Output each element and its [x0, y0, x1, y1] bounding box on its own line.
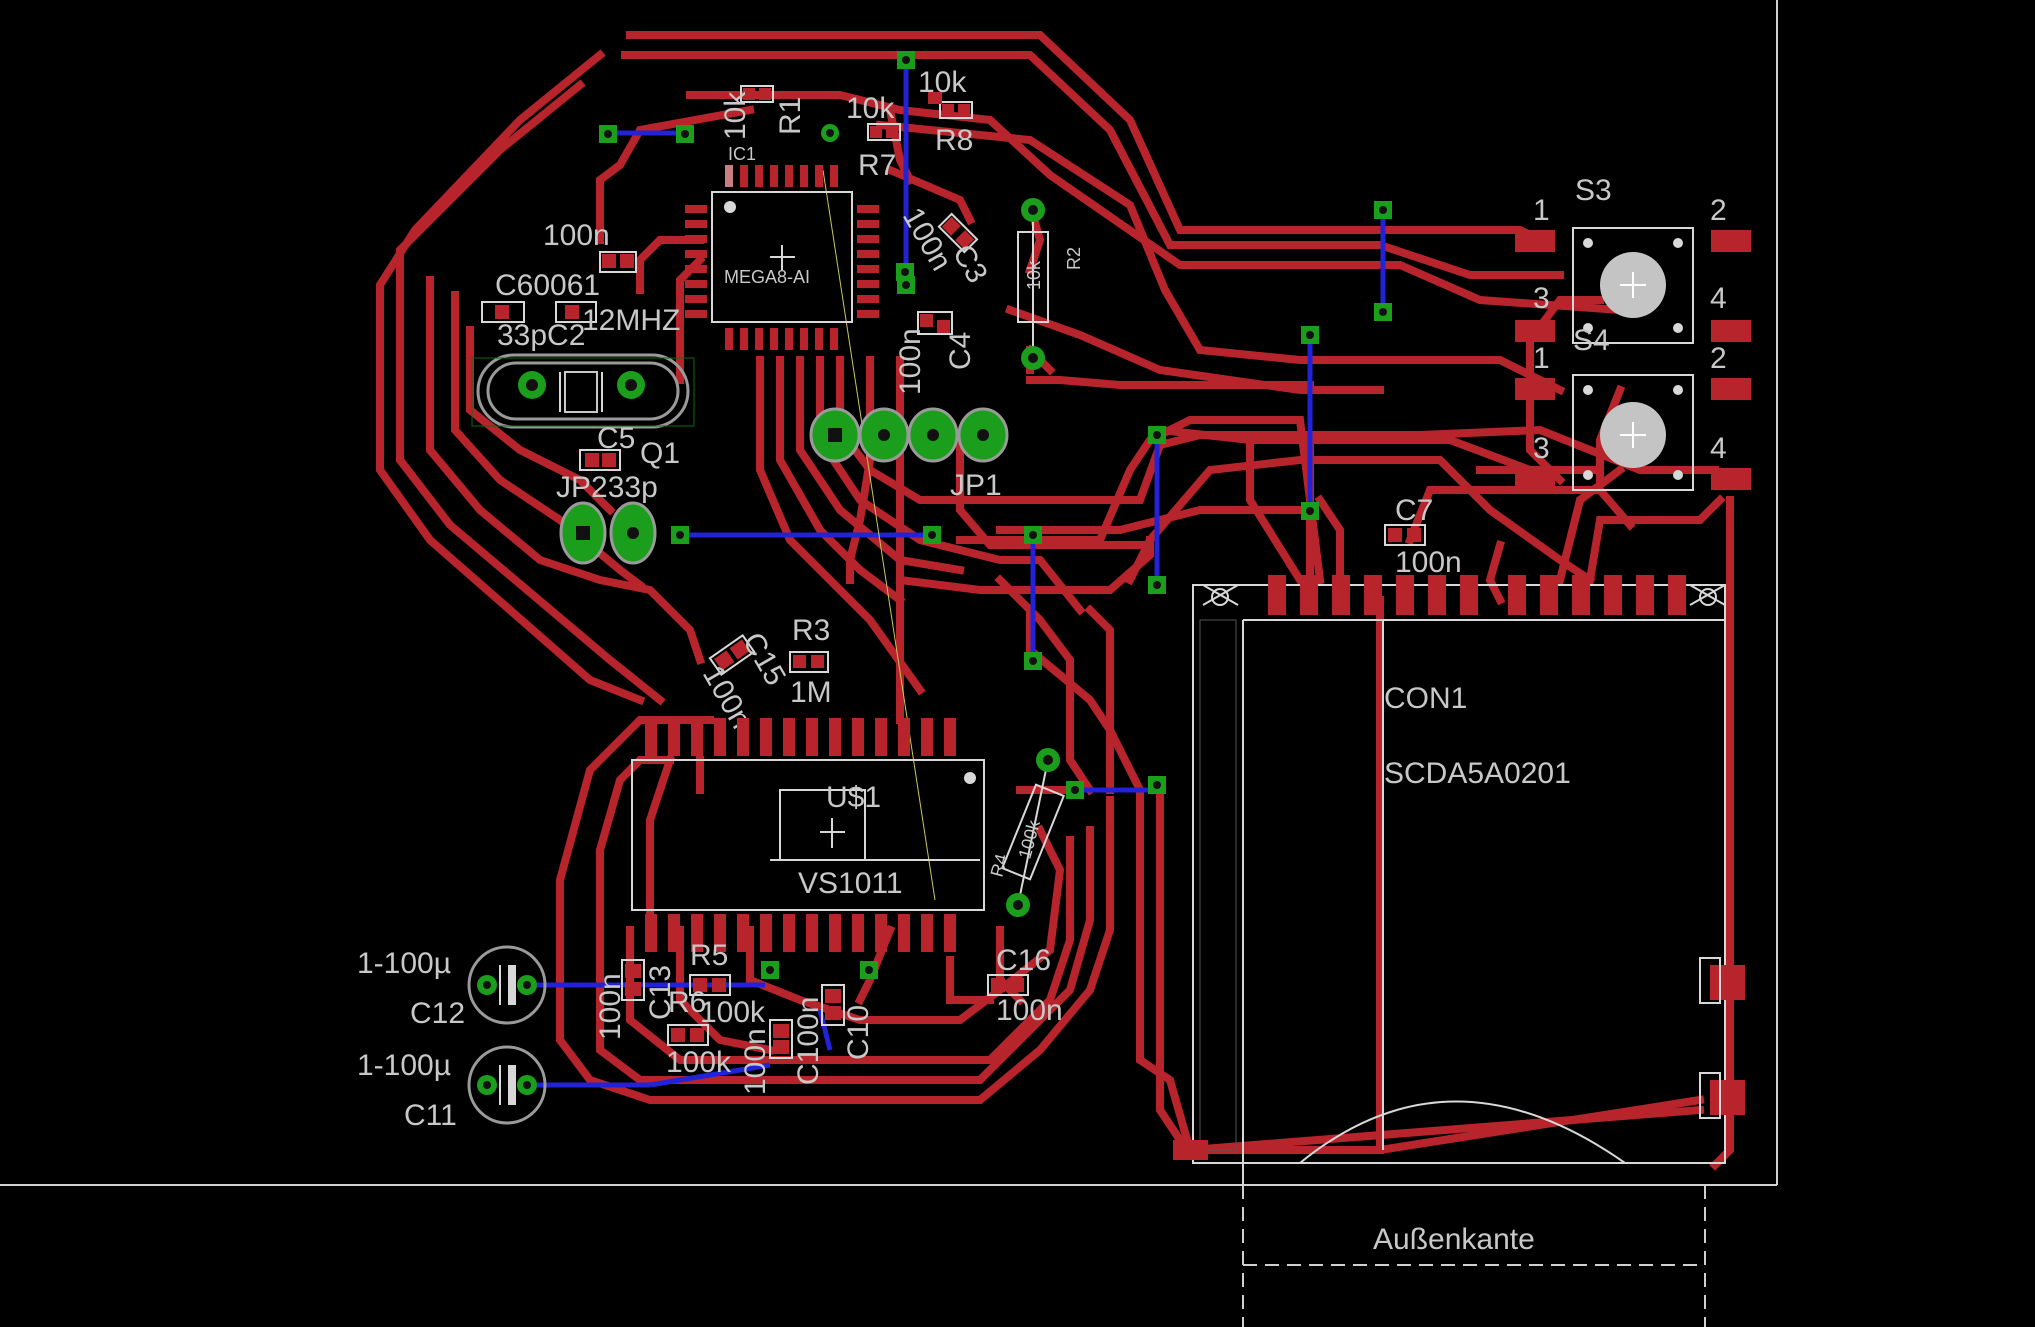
s4-name-label: S4	[1573, 324, 1610, 357]
r3-name-label: R3	[792, 614, 830, 647]
c5-name-label: C5	[597, 422, 635, 455]
c33pc2-label: 33pC2	[497, 319, 585, 352]
con1-sd-connector[interactable]: CON1 SCDA5A0201	[1173, 575, 1745, 1185]
s3-pin3-label: 3	[1533, 282, 1550, 315]
c13-capacitor[interactable]: 100n C13	[594, 959, 677, 1040]
bottom-copper-traces	[520, 60, 1386, 1088]
u1-value-label: VS1011	[798, 867, 903, 900]
r7-resistor[interactable]: 10k R7	[846, 92, 901, 182]
outer-edge-label: Außenkante	[1373, 1223, 1535, 1256]
c4-value-label: 100n	[894, 328, 927, 395]
u1-vs1011[interactable]: U$1 VS1011	[631, 718, 985, 952]
r6-value-label: 100k	[700, 996, 766, 1029]
c-100n-top-label: 100n	[543, 219, 610, 252]
c6-overlap-label: C60061	[495, 269, 600, 302]
r3-value-label: 1M	[790, 676, 832, 709]
c11-electrolytic[interactable]: 1-100µ C11	[357, 1045, 547, 1132]
c12-name-label: C12	[410, 997, 465, 1030]
r8-resistor[interactable]: 10k R8	[918, 66, 973, 157]
c12-electrolytic[interactable]: 1-100µ C12	[357, 945, 547, 1030]
r7-value-label: 10k	[846, 92, 895, 125]
s4-pin1-label: 1	[1533, 342, 1550, 375]
r2-resistor[interactable]: 10k R2	[1017, 198, 1084, 370]
r1-name-label: R1	[774, 97, 807, 135]
jp2-overlap-label: JP233p	[556, 471, 658, 504]
r3-resistor[interactable]: R3 1M	[789, 614, 832, 709]
c6-c2-capacitors[interactable]: C60061 12MHZ 33pC2	[481, 269, 680, 352]
jp2-jumper[interactable]	[559, 501, 657, 565]
q1-crystal[interactable]: Q1	[471, 353, 695, 470]
c14-value-label: 100n	[739, 1028, 772, 1095]
c7-name-label: C7	[1395, 494, 1433, 527]
ic1-value-label: MEGA8-AI	[724, 267, 810, 287]
r5-name-label: R5	[690, 939, 728, 972]
r2-name-label: R2	[1064, 247, 1084, 270]
s4-pin3-label: 3	[1533, 432, 1550, 465]
board-outline	[0, 0, 1778, 1327]
s4-pin2-label: 2	[1710, 342, 1727, 375]
r1-resistor[interactable]: 10k R1	[719, 85, 807, 140]
s3-switch[interactable]: S3 1 2 3 4	[1515, 174, 1751, 344]
c-100n-top[interactable]: 100n	[543, 219, 637, 273]
c4-name-label: C4	[944, 332, 977, 370]
c14-name-label: C100n	[792, 997, 825, 1085]
c16-capacitor[interactable]: C16 100n	[987, 944, 1063, 1027]
jp1-header[interactable]: JP1	[809, 407, 1009, 502]
r2-value-label: 10k	[1024, 260, 1044, 290]
c7-capacitor[interactable]: C7 100n	[1384, 494, 1462, 579]
r5-value-label: 100k	[666, 1046, 732, 1079]
r1-value-label: 10k	[719, 91, 752, 140]
c7-value-label: 100n	[1395, 546, 1462, 579]
r5-r6-resistors[interactable]: R5 R6 100k 100k	[666, 939, 766, 1079]
r7-name-label: R7	[858, 149, 896, 182]
r4-resistor[interactable]: 100k R4	[987, 748, 1066, 917]
c16-value-label: 100n	[996, 994, 1063, 1027]
con1-value-label: SCDA5A0201	[1384, 757, 1571, 790]
c14-c10-capacitors[interactable]: 100n C100n C10	[739, 984, 875, 1095]
c11-value-label: 1-100µ	[357, 1049, 451, 1082]
c10-name-label: C10	[842, 1005, 875, 1060]
c13-name-label: C13	[644, 965, 677, 1020]
c13-value-label: 100n	[594, 973, 627, 1040]
airwire	[822, 169, 936, 901]
s4-pin4-label: 4	[1710, 432, 1727, 465]
s4-switch[interactable]: S4 1 2 3 4	[1515, 324, 1751, 491]
c11-name-label: C11	[404, 1099, 457, 1132]
vias	[599, 51, 1392, 979]
q1-name-label: Q1	[640, 437, 680, 470]
ic1-name-label: IC1	[728, 144, 756, 164]
s3-pin1-label: 1	[1533, 194, 1550, 227]
s3-name-label: S3	[1575, 174, 1612, 207]
r6-overlap-label: R6	[668, 986, 706, 1019]
c12-value-label: 1-100µ	[357, 947, 451, 980]
jp1-name-label: JP1	[950, 469, 1002, 502]
c16-name-label: C16	[996, 944, 1051, 977]
u1-name-label: U$1	[826, 781, 881, 814]
ic1-mega8[interactable]: IC1 MEGA8-AI	[685, 144, 879, 350]
r8-value-label: 10k	[918, 66, 967, 99]
crystal-freq-label: 12MHZ	[582, 304, 680, 337]
c5-capacitor[interactable]: C5 JP233p	[556, 422, 658, 504]
c4-capacitor[interactable]: 100n C4	[894, 311, 977, 395]
s3-pin4-label: 4	[1710, 282, 1727, 315]
con1-name-label: CON1	[1384, 682, 1467, 715]
s3-pin2-label: 2	[1710, 194, 1727, 227]
c3-name-label: C3	[946, 239, 994, 289]
r8-name-label: R8	[935, 124, 973, 157]
